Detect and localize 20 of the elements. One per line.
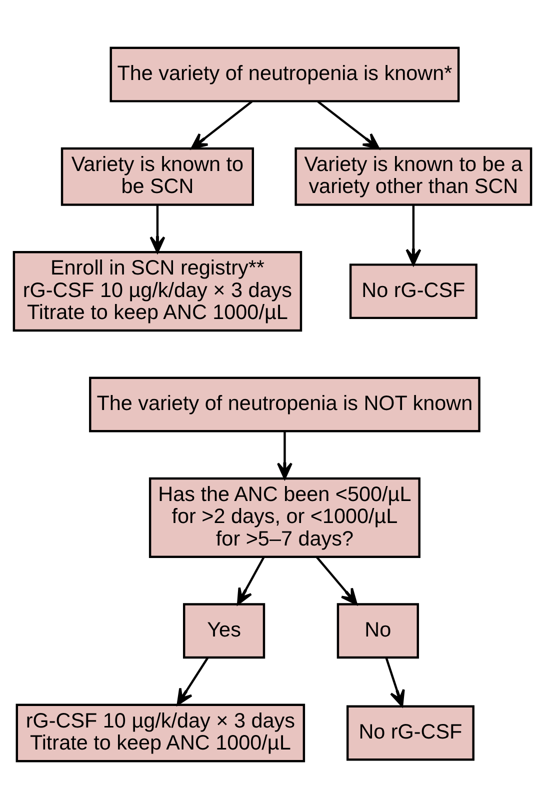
arrow (316, 556, 358, 604)
node-box: The variety of neutropenia is known* (110, 46, 460, 102)
node-box: No (336, 602, 419, 658)
node-box: rG-CSF 10 µg/k/day × 3 days Titrate to keep ANC 1000/µL (16, 703, 306, 762)
arrow (385, 657, 405, 706)
node-box: Variety is known to be SCN (60, 146, 254, 206)
node-box: Variety is known to be a variety other than SCN (294, 146, 532, 206)
node-box: Yes (182, 602, 266, 658)
arrow (276, 431, 292, 479)
arrow (317, 100, 380, 149)
node-box: No rG-CSF (349, 263, 478, 319)
node-box: Enroll in SCN registry** rG-CSF 10 µg/k/day × 3 days Titrate to keep ANC 1000/µL (12, 250, 302, 332)
node-box: No rG-CSF (346, 704, 474, 760)
arrow (150, 204, 166, 253)
node-box: Has the ANC been <500/µL for >2 days, or <1000/µL for >5–7 days? (148, 476, 420, 558)
arrow (176, 656, 209, 705)
arrow (190, 100, 253, 149)
arrow (406, 204, 422, 266)
arrow (236, 556, 265, 604)
node-box: The variety of neutropenia is NOT known (89, 376, 480, 432)
